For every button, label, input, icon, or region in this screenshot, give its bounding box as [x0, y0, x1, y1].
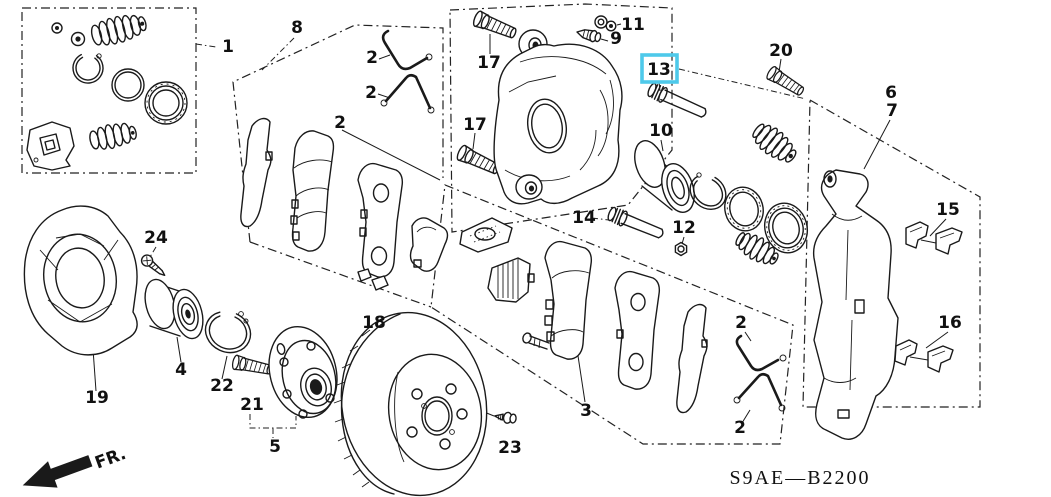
shim-hatched	[487, 257, 535, 303]
callout-3: 3	[580, 401, 592, 421]
callout-19: 19	[85, 388, 109, 408]
bleeder-cap-11	[594, 15, 617, 32]
pin-boot-lower	[735, 232, 779, 265]
callout-10: 10	[649, 121, 673, 141]
screw-24	[140, 254, 166, 277]
selected-part-highlight-box[interactable]	[640, 53, 679, 84]
bleeder-screw-9	[576, 29, 602, 43]
callout-17-top: 17	[477, 53, 501, 73]
pad-retainer-clips-15	[905, 221, 963, 255]
guide-pin-13	[647, 82, 707, 118]
group-box-seal-kit-1	[21, 7, 197, 174]
pad-slide-pin-small	[522, 332, 550, 350]
callout-7: 7	[886, 101, 898, 121]
callout-20: 20	[769, 41, 793, 61]
pad-inner-left	[357, 162, 404, 278]
wheel-bearing-4	[144, 278, 204, 340]
callout-12: 12	[672, 218, 696, 238]
piston-boot-ring	[764, 202, 808, 254]
shim-textured	[459, 217, 513, 253]
callout-8: 8	[291, 18, 303, 38]
piston-snap-ring	[689, 172, 727, 211]
callout-16: 16	[938, 313, 962, 333]
front-direction-marker: FR.	[22, 444, 129, 488]
fr-arrow-head	[22, 461, 58, 488]
group-box-caliper	[449, 3, 673, 233]
callout-17-bottom: 17	[463, 115, 487, 135]
flange-bolt-17-bottom	[456, 144, 500, 175]
pin-boot-kit	[89, 122, 137, 150]
splash-guard-19	[23, 205, 138, 356]
drawing-code: S9AE—B2200	[729, 467, 870, 489]
callout-2-spring-top-b: 2	[365, 83, 377, 103]
callout-21: 21	[240, 395, 264, 415]
pad-spring-right-lower	[733, 372, 786, 412]
snap-ring-kit	[72, 52, 104, 84]
callout-11: 11	[621, 15, 645, 35]
pad-outer-left	[290, 130, 335, 252]
pad-retainer-bits	[357, 268, 389, 291]
pin-boot-upper	[752, 123, 797, 163]
callout-labels: 1 8 2 2 2 17 17 11 9 13 10 20 6 7 15 16 …	[85, 15, 962, 458]
callout-5: 5	[269, 437, 281, 457]
callout-23: 23	[498, 438, 522, 458]
pad-inner-center	[614, 270, 661, 390]
group-box-pad-kit-8	[232, 24, 444, 308]
bracket-piece-kit	[26, 121, 75, 171]
callout-13-selected[interactable]: 13	[647, 60, 671, 80]
pin-nut-12	[674, 241, 688, 257]
caliper-body	[493, 29, 623, 205]
callout-2-spring-top-a: 2	[366, 48, 378, 68]
fr-label: FR.	[92, 444, 128, 474]
group-box-bracket-6-7	[802, 98, 981, 408]
callout-2-spring-right-a: 2	[735, 313, 747, 333]
pad-shim-right	[676, 303, 708, 414]
callout-6: 6	[885, 83, 897, 103]
callout-15: 15	[936, 200, 960, 220]
piston-seal-kit	[144, 81, 188, 125]
callout-14: 14	[572, 208, 596, 228]
callout-22: 22	[210, 376, 234, 396]
callout-18: 18	[362, 313, 386, 333]
caliper-piston-10	[634, 140, 695, 213]
pad-retainer-clips-16	[894, 339, 954, 373]
pad-shim-left	[240, 117, 273, 228]
guide-pin-14	[607, 206, 664, 239]
caliper-bracket	[812, 169, 899, 440]
flange-bolt-17-top	[472, 10, 517, 39]
callout-2-left-pads: 2	[334, 113, 346, 133]
pad-shim-small	[409, 217, 449, 272]
callout-1: 1	[222, 37, 234, 57]
piston-seal	[724, 186, 764, 232]
mount-bolt-20	[766, 66, 805, 96]
callout-9: 9	[610, 29, 622, 49]
callout-24: 24	[144, 228, 168, 248]
pad-spring-top-lower	[380, 73, 435, 114]
brake-rotor-18	[333, 311, 488, 497]
group-box-pads-3	[430, 184, 794, 445]
piston-boot-kit	[90, 14, 147, 46]
callout-2-spring-right-b: 2	[734, 418, 746, 438]
snap-ring-22	[204, 310, 252, 354]
hub-bolt-21	[231, 354, 272, 375]
pad-spring-right-upper	[735, 334, 787, 372]
pad-outer-center	[544, 240, 593, 360]
seal-kit-contents	[26, 14, 188, 171]
rotor-screw-23	[494, 411, 517, 424]
pad-spring-top-upper	[381, 29, 433, 71]
callout-4: 4	[175, 360, 187, 380]
wheel-hub-5	[268, 325, 338, 419]
fr-arrow-shaft	[48, 455, 93, 481]
